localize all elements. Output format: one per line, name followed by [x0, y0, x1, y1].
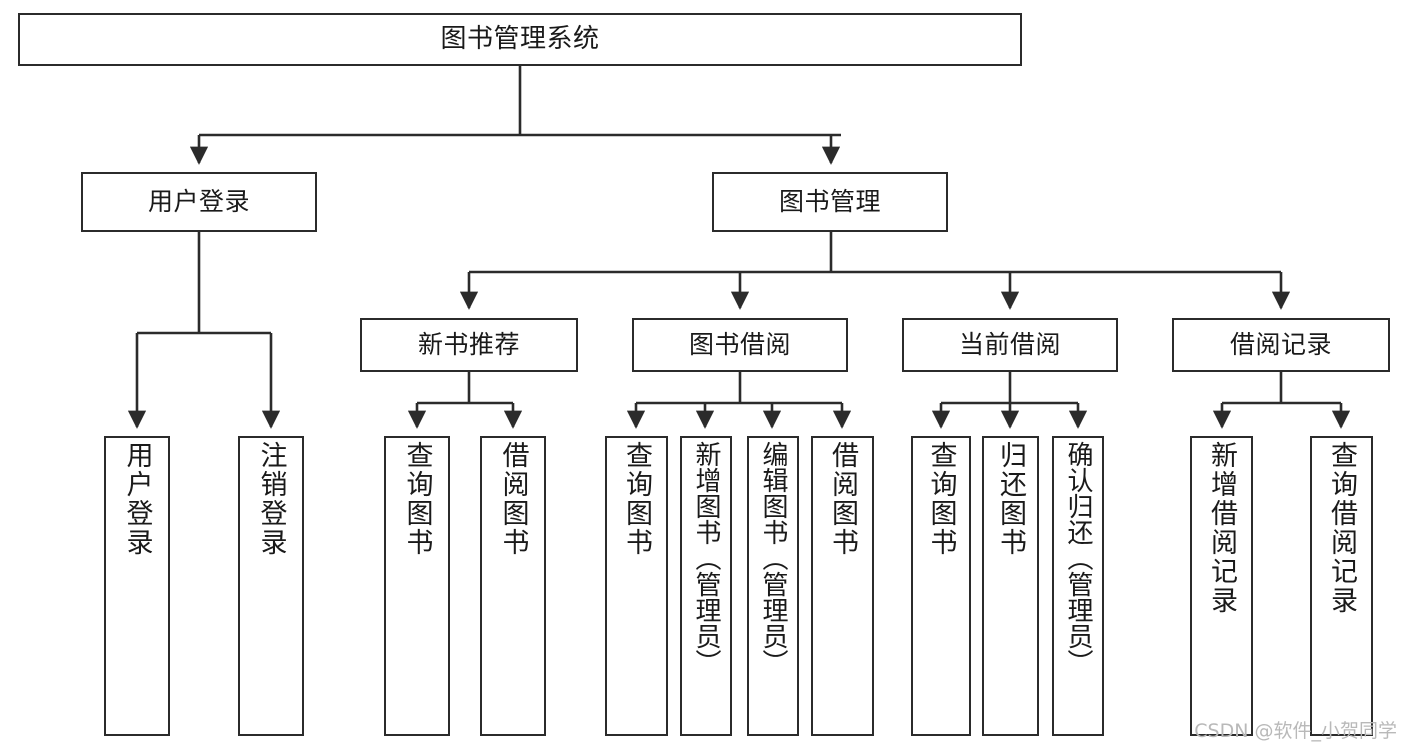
node-label: 新书推荐	[417, 330, 520, 360]
node-label: 当前借阅	[958, 330, 1061, 360]
leaf-add-book-admin[interactable]: 新增图书（管理员）	[680, 436, 732, 736]
node-label: 借阅记录	[1229, 330, 1332, 360]
node-label: 借阅图书	[497, 441, 529, 557]
leaf-user-login[interactable]: 用户登录	[104, 436, 170, 736]
leaf-confirm-return-admin[interactable]: 确认归还（管理员）	[1052, 436, 1104, 736]
node-borrow-record[interactable]: 借阅记录	[1172, 318, 1390, 372]
leaf-add-borrow-record[interactable]: 新增借阅记录	[1190, 436, 1253, 736]
node-label: 注销登录	[255, 441, 287, 557]
node-label: 查询图书	[621, 441, 652, 557]
node-label: 查询图书	[925, 441, 957, 557]
node-label: 借阅图书	[827, 441, 858, 557]
leaf-query-book-recommend[interactable]: 查询图书	[384, 436, 450, 736]
node-label: 用户登录	[121, 441, 153, 557]
node-label: 图书借阅	[688, 330, 791, 360]
node-label: 确认归还（管理员）	[1063, 441, 1093, 675]
node-book-management[interactable]: 图书管理	[712, 172, 948, 232]
node-root-book-management-system[interactable]: 图书管理系统	[18, 13, 1022, 66]
watermark: CSDN @软件_小贺同学	[1194, 720, 1397, 742]
leaf-edit-book-admin[interactable]: 编辑图书（管理员）	[747, 436, 799, 736]
node-label: 查询图书	[401, 441, 433, 557]
leaf-borrow-book-recommend[interactable]: 借阅图书	[480, 436, 546, 736]
leaf-return-book[interactable]: 归还图书	[982, 436, 1039, 736]
leaf-query-book-current[interactable]: 查询图书	[911, 436, 971, 736]
node-label: 编辑图书（管理员）	[758, 441, 788, 675]
node-user-login[interactable]: 用户登录	[81, 172, 317, 232]
node-book-borrow[interactable]: 图书借阅	[632, 318, 848, 372]
node-label: 归还图书	[995, 441, 1026, 557]
node-label: 图书管理	[778, 187, 881, 217]
leaf-query-book-borrow[interactable]: 查询图书	[605, 436, 668, 736]
node-label: 查询借阅记录	[1326, 441, 1357, 615]
node-new-book-recommend[interactable]: 新书推荐	[360, 318, 578, 372]
leaf-query-borrow-record[interactable]: 查询借阅记录	[1310, 436, 1373, 736]
leaf-borrow-book[interactable]: 借阅图书	[811, 436, 874, 736]
node-label: 新增图书（管理员）	[691, 441, 721, 675]
node-label: 新增借阅记录	[1206, 441, 1237, 615]
node-current-borrow[interactable]: 当前借阅	[902, 318, 1118, 372]
node-label: 图书管理系统	[440, 24, 600, 55]
leaf-logout-login[interactable]: 注销登录	[238, 436, 304, 736]
node-label: 用户登录	[147, 187, 250, 217]
